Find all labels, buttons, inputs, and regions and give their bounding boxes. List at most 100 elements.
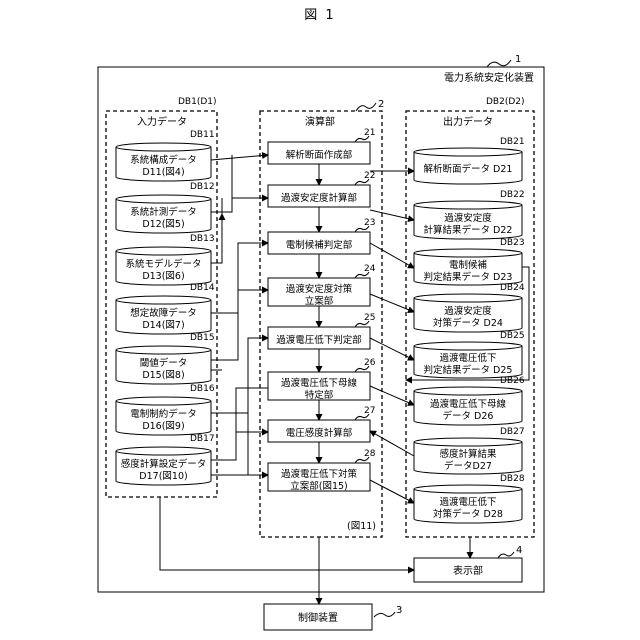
device-ref-leader — [487, 60, 511, 67]
line-1: 系統計測データ — [130, 206, 197, 218]
line-1: 過渡電圧低下判定部 — [276, 334, 362, 346]
db-id: DB26 — [500, 376, 525, 386]
line-2: D11(図4) — [142, 167, 184, 178]
line-1: 想定故障データ — [130, 307, 197, 319]
line-1: 電制制約データ — [130, 408, 197, 420]
output-db-db21: 解析断面データ D21DB21 — [414, 137, 525, 184]
arrow-connector — [160, 497, 414, 570]
line-1: 電制候補判定部 — [286, 239, 353, 251]
line-2: データ D26 — [443, 410, 494, 422]
line-2: 対策データ D24 — [433, 317, 503, 329]
db-id: DB24 — [500, 283, 525, 293]
control-ref-leader — [374, 612, 395, 617]
process-23: 電制候補判定部 23 — [268, 218, 375, 254]
output-databases: 解析断面データ D21DB21過渡安定度計算結果データ D22DB22電制候補判… — [414, 137, 525, 523]
figure-title: 図 1 — [304, 8, 335, 23]
input-db-db15: 閾値データD15(図8) DB15 — [116, 333, 215, 384]
compute-group-note: (図11) — [347, 521, 376, 532]
arrow-connector — [370, 294, 414, 312]
db-id: DB16 — [190, 384, 215, 394]
output-group-title: 出力データ — [443, 115, 493, 128]
line-2: 判定結果データ D25 — [424, 364, 513, 376]
line-2: D16(図9) — [142, 421, 184, 432]
process-ref: 27 — [364, 406, 375, 416]
process-24: 過渡安定度対策立案部 24 — [268, 264, 376, 307]
process-ref: 21 — [364, 128, 375, 138]
line-1: 過渡電圧低下 — [439, 496, 496, 508]
line-2: D12(図5) — [142, 219, 184, 230]
output-db-db25: 過渡電圧低下判定結果データ D25DB25 — [414, 331, 525, 378]
input-group-id: DB1(D1) — [178, 97, 217, 107]
line-2: データD27 — [444, 460, 492, 472]
arrow-connector — [370, 243, 414, 268]
line-1: 系統構成データ — [130, 154, 197, 166]
arrow-connector — [211, 155, 268, 160]
process-ref: 28 — [364, 449, 376, 459]
line-2: 対策データ D28 — [433, 508, 503, 520]
line-1: 系統モデルデータ — [125, 258, 201, 270]
line-2: D15(図8) — [142, 370, 184, 381]
db-id: DB27 — [500, 427, 525, 437]
control-ref: 3 — [396, 605, 402, 616]
input-db-db13: 系統モデルデータD13(図6) DB13 — [116, 234, 215, 285]
arrow-connector — [370, 338, 414, 360]
output-db-db24: 過渡安定度対策データ D24 DB24 — [414, 283, 525, 332]
process-ref: 24 — [364, 264, 376, 274]
db-id: DB23 — [500, 238, 525, 248]
line-1: 過渡安定度 — [444, 212, 492, 224]
output-db-db22: 過渡安定度計算結果データ D22 DB22 — [414, 190, 525, 239]
process-ref: 23 — [364, 218, 375, 228]
input-db-db11: 系統構成データD11(図4) DB11 — [116, 130, 215, 181]
input-db-db16: 電制制約データD16(図9) DB16 — [116, 384, 215, 435]
db-id: DB22 — [500, 190, 525, 200]
arrow-connector — [370, 480, 414, 503]
line-1: 感度計算結果 — [439, 448, 497, 460]
db-id: DB28 — [500, 474, 525, 484]
line-1: 電圧感度計算部 — [286, 427, 353, 439]
line-1: 過渡電圧低下母線 — [281, 377, 358, 389]
db-id: DB17 — [190, 434, 215, 444]
line-1: 過渡安定度対策 — [286, 283, 353, 295]
line-2: D13(図6) — [142, 271, 184, 282]
process-blocks: 解析断面作成部 21 過渡安定度計算部 22 電制候補判定部 23 過渡安定度対策立案部 24… — [268, 128, 376, 492]
input-group-title: 入力データ — [137, 115, 187, 128]
process-ref: 26 — [364, 358, 376, 368]
line-2: 立案部 — [305, 295, 334, 307]
compute-ref-leader — [356, 103, 376, 111]
line-1: 過渡電圧低下 — [439, 352, 496, 364]
input-db-db12: 系統計測データD12(図5)DB12 — [116, 182, 215, 233]
line-1: 解析断面作成部 — [286, 149, 353, 161]
db-id: DB13 — [190, 234, 215, 244]
line-1: 過渡電圧低下母線 — [430, 398, 507, 410]
line-1: 過渡安定度 — [444, 305, 492, 317]
device-ref: 1 — [515, 54, 521, 65]
line-1: 電制候補 — [449, 259, 488, 271]
process-21: 解析断面作成部 21 — [268, 128, 375, 164]
arrow-connector — [370, 386, 414, 405]
line-1: 解析断面データ D21 — [424, 163, 513, 175]
db-id: DB11 — [190, 130, 215, 140]
process-27: 電圧感度計算部 27 — [268, 406, 375, 442]
line-2: 計算結果データ D22 — [424, 224, 513, 236]
line-2: 立案部(図15) — [290, 480, 348, 492]
line-1: 過渡安定度計算部 — [281, 192, 357, 204]
line-2: 特定部 — [305, 389, 334, 401]
line-1: 閾値データ — [140, 357, 188, 369]
output-db-db26: 過渡電圧低下母線データ D26 DB26 — [414, 376, 525, 425]
line-2: D14(図7) — [142, 320, 184, 331]
display-ref-leader — [498, 552, 514, 558]
output-group-id: DB2(D2) — [486, 97, 525, 107]
process-ref: 25 — [364, 313, 375, 323]
process-ref: 22 — [364, 171, 375, 181]
output-db-db28: 過渡電圧低下対策データ D28 DB28 — [414, 474, 525, 523]
line-2: D17(図10) — [139, 471, 187, 482]
arrow-connector — [370, 431, 414, 456]
arrow-connector — [370, 210, 414, 220]
compute-group-ref: 2 — [378, 99, 384, 110]
db-id: DB15 — [190, 333, 215, 343]
connector-line — [236, 388, 268, 432]
output-db-db27: 感度計算結果データD27 DB27 — [414, 427, 525, 474]
db-id: DB14 — [190, 283, 215, 293]
input-db-db14: 想定故障データD14(図7) DB14 — [116, 283, 215, 334]
